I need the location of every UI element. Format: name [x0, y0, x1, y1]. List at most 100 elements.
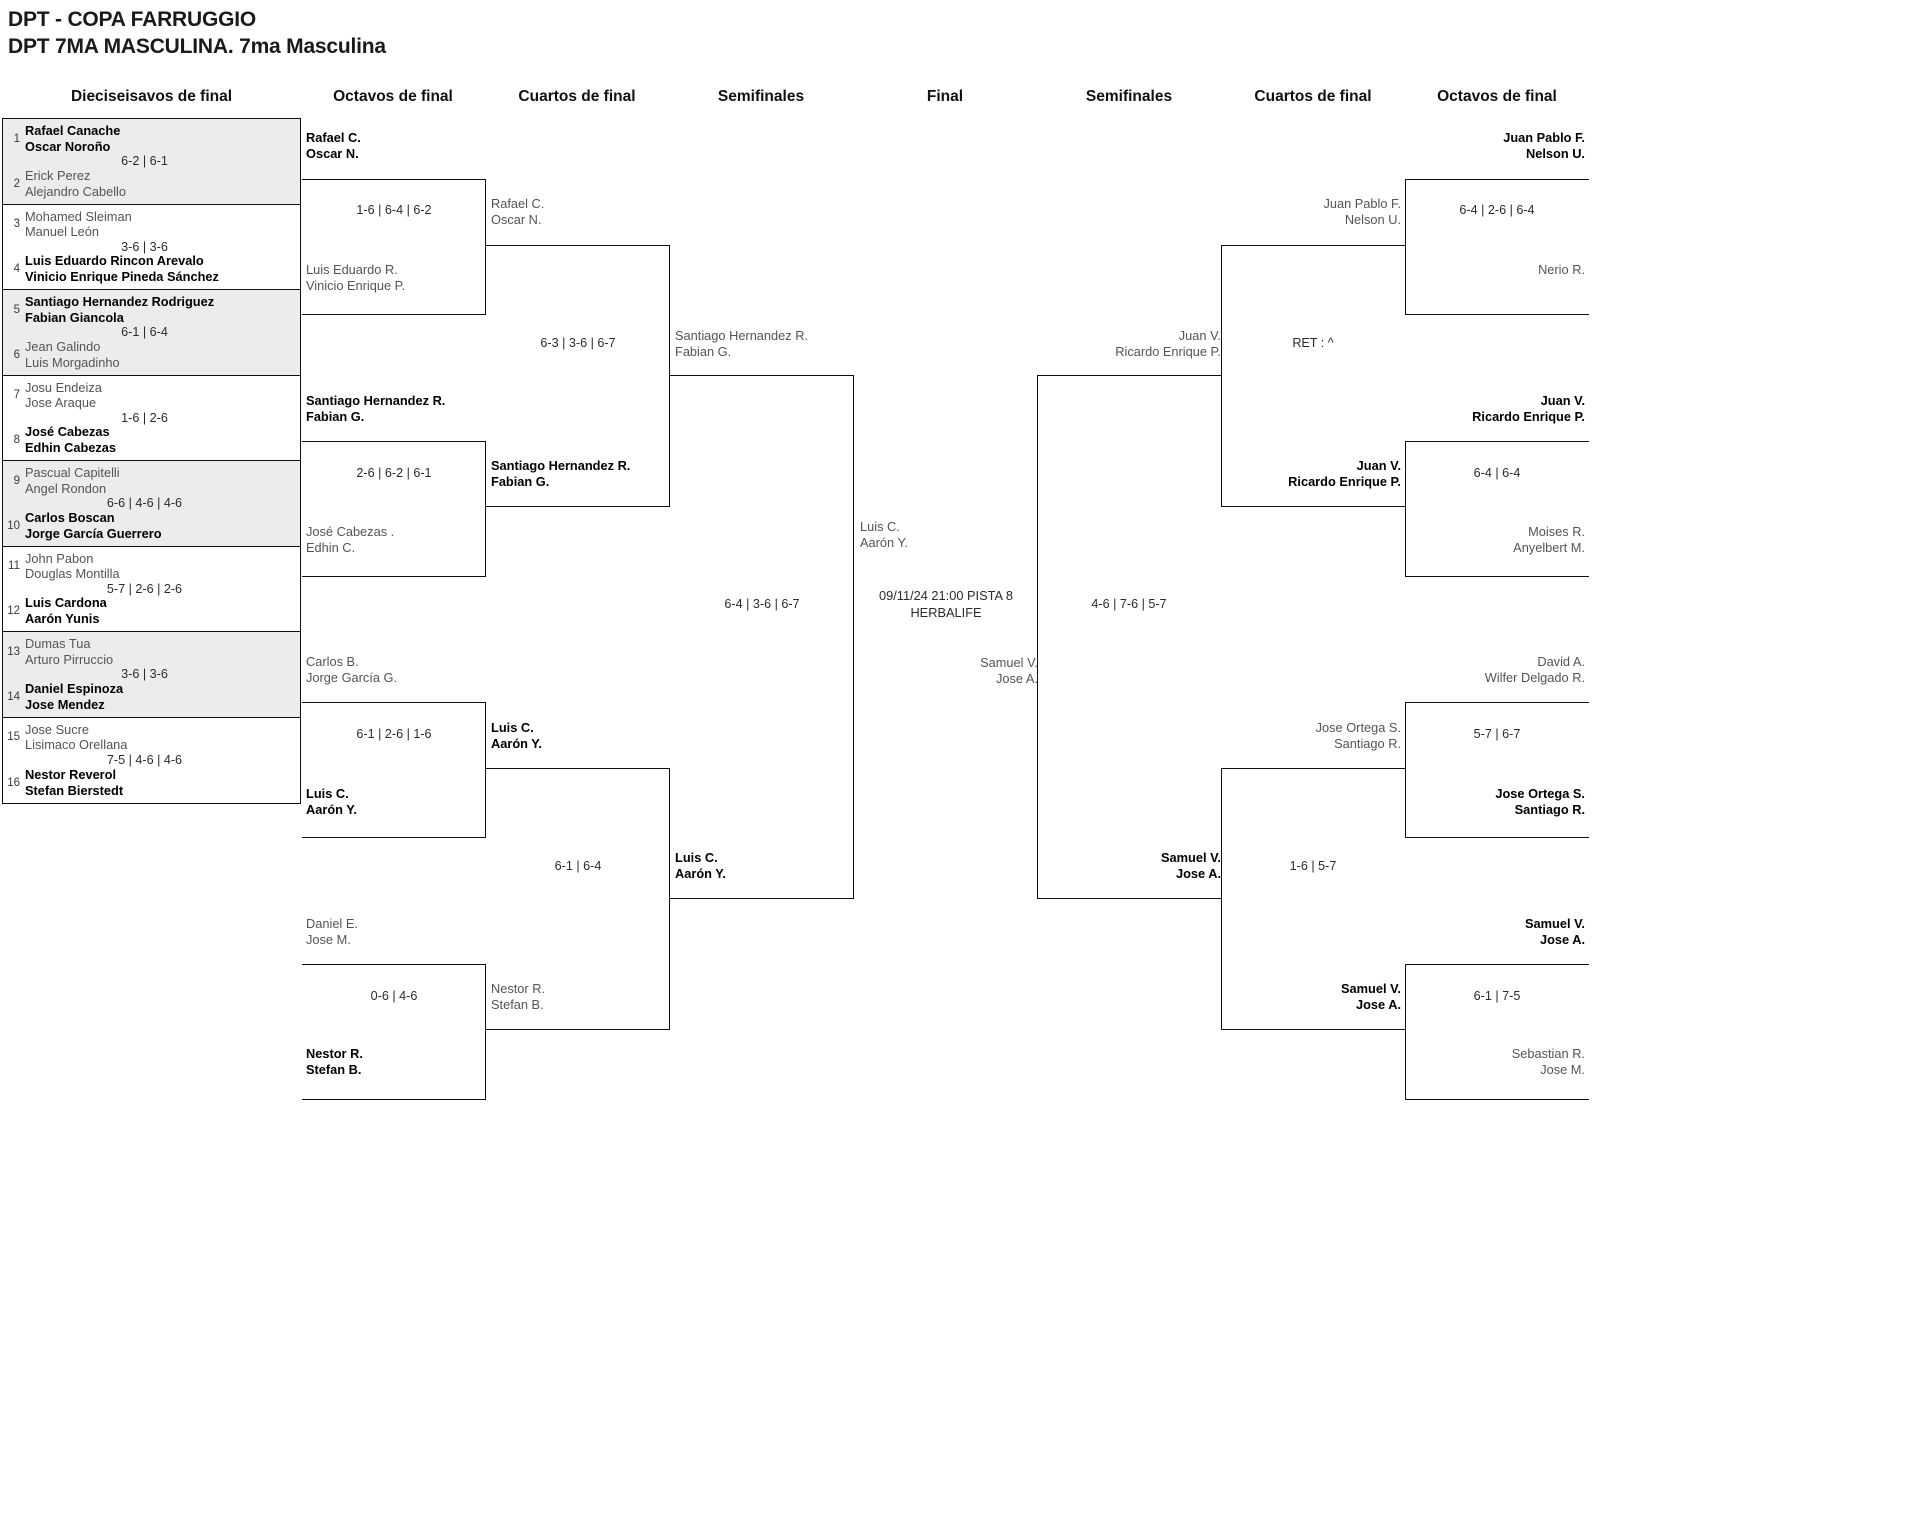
r16-score: 6-4 | 2-6 | 6-4	[1459, 203, 1535, 217]
seed-number: 2	[13, 177, 20, 190]
qf-player-top: Rafael C.Oscar N.	[491, 196, 545, 228]
page-title: DPT - COPA FARRUGGIO DPT 7MA MASCULINA. …	[8, 6, 386, 61]
r16-player-top: Rafael C.Oscar N.	[306, 130, 361, 162]
qf-player-top: Juan Pablo F.Nelson U.	[1323, 196, 1401, 228]
r16-player-top: Daniel E.Jose M.	[306, 916, 358, 948]
r16-player-bottom: Nestor R.Stefan B.	[306, 1046, 363, 1078]
r16-score: 2-6 | 6-2 | 6-1	[356, 466, 432, 480]
qf-player-bottom: Juan V.Ricardo Enrique P.	[1288, 458, 1401, 490]
seed-number: 4	[13, 263, 20, 276]
seed-number: 15	[7, 731, 20, 744]
r16-player-bottom: Moises R.Anyelbert M.	[1513, 524, 1585, 556]
qf-score: 6-1 | 6-4	[554, 859, 602, 873]
qf-score: 1-6 | 5-7	[1289, 859, 1337, 873]
qf-player-bottom: Santiago Hernandez R.Fabian G.	[491, 458, 631, 490]
round-header-left-r32: Dieciseisavos de final	[70, 88, 233, 105]
r16-score: 6-1 | 2-6 | 1-6	[356, 727, 432, 741]
round-header-left-r16: Octavos de final	[333, 88, 453, 105]
seed-number: 7	[13, 389, 20, 402]
r16-player-bottom: José Cabezas .Edhin C.	[306, 524, 395, 556]
r16-score: 6-1 | 7-5	[1473, 989, 1521, 1003]
match-score: 6-6 | 4-6 | 4-6	[106, 496, 183, 511]
seed-number: 16	[7, 777, 20, 790]
r16-player-top: Carlos B.Jorge García G.	[306, 654, 398, 686]
qf-score: RET : ^	[1292, 336, 1334, 350]
r16-player-top: Santiago Hernandez R.Fabian G.	[306, 393, 446, 425]
seed-number: 10	[7, 519, 20, 532]
bracket-box	[1405, 964, 1589, 1100]
r16-player-bottom: Luis Eduardo R.Vinicio Enrique P.	[306, 262, 406, 294]
bracket-box	[1037, 375, 1221, 899]
sf-player-top: Juan V.Ricardo Enrique P.	[1115, 328, 1221, 360]
bracket-box	[302, 964, 486, 1100]
qf-score: 6-3 | 3-6 | 6-7	[540, 336, 616, 350]
r16-player-top: David A.Wilfer Delgado R.	[1484, 654, 1585, 686]
qf-player-bottom: Samuel V.Jose A.	[1341, 981, 1401, 1013]
r16-player-top: Juan Pablo F.Nelson U.	[1503, 130, 1585, 162]
match-score: 6-1 | 6-4	[121, 325, 168, 340]
match-score: 1-6 | 2-6	[121, 410, 168, 425]
bracket-box	[1405, 179, 1589, 315]
r16-score: 1-6 | 6-4 | 6-2	[356, 203, 432, 217]
round-header-left-sf: Semifinales	[717, 88, 805, 105]
bracket-box	[670, 375, 854, 899]
r16-player-bottom: Sebastian R.Jose M.	[1511, 1046, 1585, 1078]
r16-score: 6-4 | 6-4	[1473, 466, 1521, 480]
seed-number: 13	[7, 645, 20, 658]
bracket-box	[1221, 245, 1405, 507]
seed-number: 1	[13, 132, 20, 145]
r16-player-bottom: Luis C.Aarón Y.	[306, 786, 357, 818]
match-score: 5-7 | 2-6 | 2-6	[106, 581, 183, 596]
seed-number: 11	[8, 560, 20, 573]
qf-player-top: Jose Ortega S.Santiago R.	[1315, 720, 1401, 752]
sf-score: 4-6 | 7-6 | 5-7	[1091, 597, 1167, 611]
bracket-box	[486, 245, 670, 507]
qf-player-top: Luis C.Aarón Y.	[491, 720, 542, 752]
qf-player-bottom: Nestor R.Stefan B.	[491, 981, 546, 1013]
match-score: 7-5 | 4-6 | 4-6	[106, 753, 183, 768]
round-header-right-sf: Semifinales	[1085, 88, 1173, 105]
seed-number: 12	[7, 605, 20, 618]
match-score: 6-2 | 6-1	[121, 154, 168, 169]
r16-player-bottom: Jose Ortega S.Santiago R.	[1495, 786, 1585, 818]
final-player-bottom: Samuel V.Jose A.	[980, 655, 1038, 687]
category-title: DPT 7MA MASCULINA. 7ma Masculina	[8, 35, 386, 59]
match-score: 3-6 | 3-6	[121, 239, 168, 254]
seed-number: 3	[13, 218, 20, 231]
